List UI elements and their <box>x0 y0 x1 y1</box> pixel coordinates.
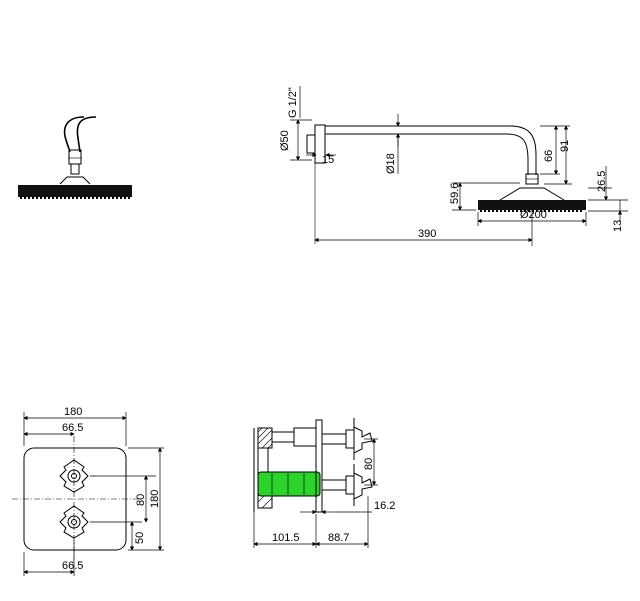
dim-head-dia: Ø200 <box>520 209 547 221</box>
dim-head-height-1: 59.6 <box>449 183 461 204</box>
dim-handle-offset-top: 66.5 <box>62 422 83 434</box>
thread-connector <box>306 134 316 154</box>
dim-arm-drop-1: 66 <box>543 150 555 162</box>
dim-flange-dia: Ø50 <box>279 130 291 151</box>
front-plate <box>315 419 323 513</box>
arm-lower <box>325 133 529 175</box>
dim-body-depth: 101.5 <box>272 532 300 544</box>
dim-head-height-2: 26.5 <box>596 171 608 192</box>
upper-cross-handle[interactable] <box>59 459 89 493</box>
dim-thread: G 1/2" <box>287 87 299 118</box>
arm-upper <box>325 125 537 175</box>
dim-side-handle-spacing: 80 <box>363 458 375 470</box>
shower-head-front-view <box>18 116 132 199</box>
arm-connector <box>68 149 82 165</box>
dim-handle-depth: 88.7 <box>328 532 349 544</box>
dim-lower-offset: 50 <box>134 532 146 544</box>
head-plate-side <box>478 200 586 210</box>
dim-arm-drop-2: 91 <box>559 140 571 152</box>
highlighted-valve-cartridge <box>257 471 321 497</box>
dim-projection: 390 <box>418 228 436 240</box>
dim-handle-offset-bottom: 66.5 <box>62 560 83 572</box>
head-dome <box>59 176 91 185</box>
valve-front-view: 180 66.5 80 180 50 66.5 <box>12 406 164 576</box>
dim-valve-height: 180 <box>149 490 161 508</box>
head-plate <box>18 185 132 197</box>
dim-valve-width: 180 <box>64 406 82 418</box>
arm-bend <box>63 116 85 153</box>
dim-arm-dia: Ø18 <box>385 153 397 174</box>
ball-joint <box>70 163 80 175</box>
head-dome-side <box>499 187 565 201</box>
arm-bend-inner <box>76 116 97 153</box>
dim-plate-depth: 16.2 <box>374 500 395 512</box>
dim-head-thickness: 13 <box>612 220 624 232</box>
shower-arm-side-view: Ø50 G 1/2" 15 Ø18 66 91 59.6 26.5 13 <box>279 86 628 246</box>
lower-cross-handle[interactable] <box>59 505 89 539</box>
valve-side-view: 80 16.2 101.5 88.7 <box>253 418 395 548</box>
dim-valve-handle-spacing: 80 <box>135 494 147 506</box>
lower-handle-side[interactable] <box>345 464 373 506</box>
dim-flange-depth: 15 <box>322 154 334 166</box>
